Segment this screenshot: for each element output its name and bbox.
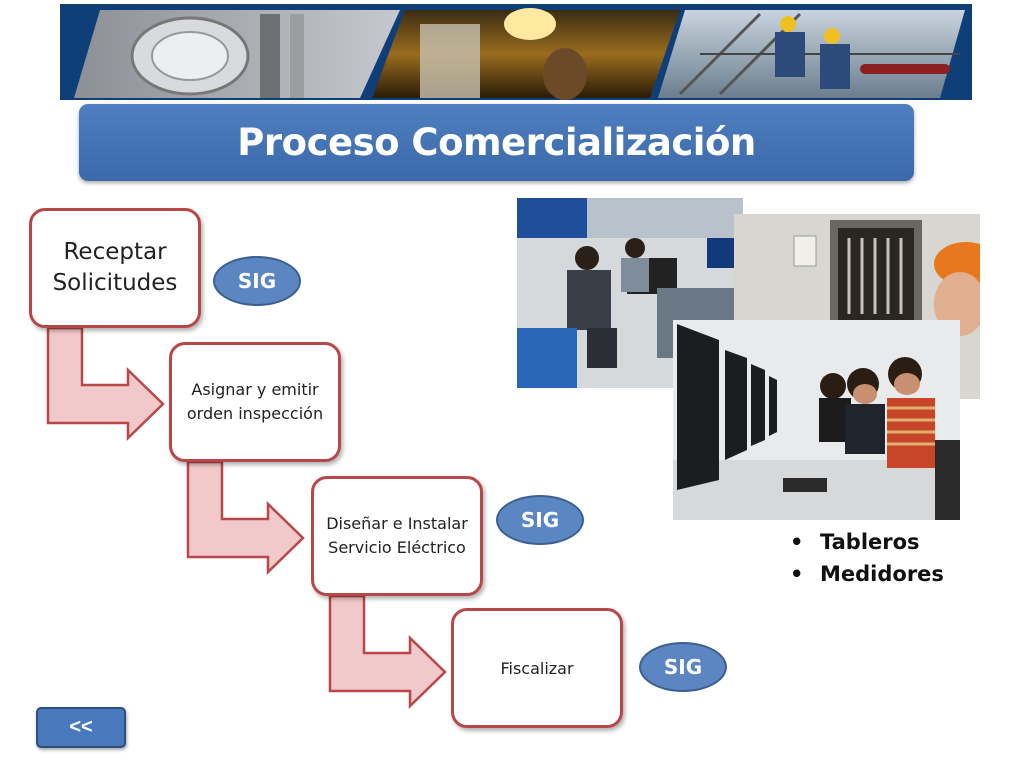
process-step-disenar: Diseñar e Instalar Servicio Eléctrico: [311, 476, 483, 596]
sig-badge-label: SIG: [237, 269, 277, 293]
step-label: Fiscalizar: [500, 658, 574, 678]
sig-badge-label: SIG: [663, 655, 703, 679]
header-photo-banner: [60, 4, 972, 100]
flow-arrow-1: [46, 326, 165, 441]
list-item: •Tableros: [790, 530, 920, 554]
page-title: Proceso Comercialización: [237, 121, 756, 164]
step-label: Receptar Solicitudes: [52, 239, 178, 296]
title-bar: Proceso Comercialización: [79, 104, 914, 181]
sig-badge: SIG: [496, 495, 584, 545]
back-button-label: <<: [69, 716, 93, 738]
process-step-receptar: Receptar Solicitudes: [29, 208, 201, 328]
computer-lab-photo: [673, 320, 960, 520]
office-service-photo: [517, 198, 743, 388]
process-step-asignar: Asignar y emitir orden inspección: [169, 342, 341, 462]
step-label: Diseñar e Instalar Servicio Eléctrico: [326, 514, 468, 557]
list-item-label: Medidores: [820, 562, 944, 586]
equipment-list: •Tableros •Medidores: [790, 526, 944, 590]
back-button[interactable]: <<: [36, 707, 126, 748]
sig-badge: SIG: [213, 256, 301, 306]
step-label: Asignar y emitir orden inspección: [186, 380, 324, 423]
sig-badge-label: SIG: [520, 508, 560, 532]
list-item: •Medidores: [790, 562, 944, 586]
sig-badge: SIG: [639, 642, 727, 692]
process-step-fiscalizar: Fiscalizar: [451, 608, 623, 728]
flow-arrow-2: [186, 460, 305, 575]
list-item-label: Tableros: [820, 530, 920, 554]
flow-arrow-3: [328, 594, 447, 709]
